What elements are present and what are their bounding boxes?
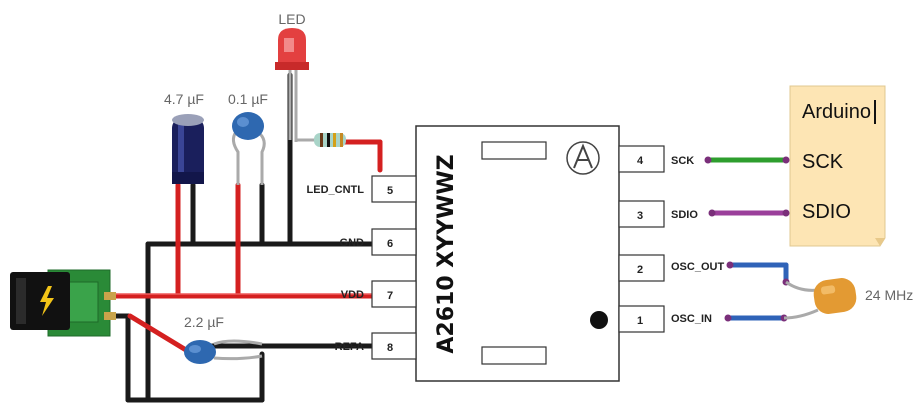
pin-2: 2 OSC_OUT (618, 254, 724, 282)
led (275, 28, 309, 142)
pin1-dot (590, 311, 608, 329)
svg-text:5: 5 (387, 185, 393, 197)
crystal (783, 278, 857, 320)
svg-text:4: 4 (637, 155, 644, 167)
sdio-wire (708, 209, 790, 217)
power-jack (10, 269, 116, 337)
cap-0-1uf-label: 0.1 µF (228, 91, 268, 107)
pin-label-led-cntl: LED_CNTL (307, 184, 365, 196)
right-pins: 4 SCK 3 SDIO 2 OSC_OUT 1 OSC_IN (618, 145, 724, 333)
svg-text:6: 6 (387, 238, 393, 250)
svg-text:8: 8 (387, 342, 393, 354)
pin-4: 4 SCK (618, 145, 694, 173)
osc-in-wire (724, 314, 788, 322)
pin-5: 5 LED_CNTL (307, 175, 417, 203)
pin-6: 6 GND (340, 228, 417, 256)
cap-4-7uf-label: 4.7 µF (164, 91, 204, 107)
svg-text:3: 3 (637, 210, 643, 222)
note-title: Arduino (802, 101, 871, 123)
pin-label-sck: SCK (671, 155, 694, 167)
chip-part-number: A2610 XYYWWZ (434, 154, 459, 353)
svg-text:2: 2 (637, 264, 643, 276)
pin-3: 3 SDIO (618, 200, 698, 228)
pin-label-refa: REFA (335, 341, 364, 353)
logo-icon (566, 141, 600, 175)
pin-1: 1 OSC_IN (618, 305, 712, 333)
svg-text:7: 7 (387, 290, 393, 302)
cap-2-2uf-label: 2.2 µF (184, 314, 224, 330)
capacitor-4-7uf (172, 114, 204, 184)
arduino-note: Arduino SCK SDIO (789, 85, 886, 247)
vdd-wires (107, 139, 383, 353)
pin-label-sdio: SDIO (671, 209, 698, 221)
capacitor-2-2uf (184, 339, 263, 364)
chip-slot-top (481, 141, 547, 160)
pin-7: 7 VDD (341, 280, 417, 308)
pin-label-vdd: VDD (341, 289, 364, 301)
pin-label-osc-out: OSC_OUT (671, 261, 724, 273)
note-line-sck: SCK (802, 151, 844, 173)
chip-slot-bottom (481, 346, 547, 365)
text-cursor (874, 100, 876, 124)
resistor (296, 133, 346, 147)
led-label: LED (278, 11, 305, 27)
power-icon (40, 286, 54, 316)
capacitor-0-1uf (231, 112, 266, 185)
crystal-label: 24 MHz (865, 287, 913, 303)
note-line-sdio: SDIO (802, 201, 851, 223)
pin-8: 8 REFA (335, 332, 417, 360)
pin-label-osc-in: OSC_IN (671, 313, 712, 325)
osc-out-wire (726, 261, 790, 286)
svg-text:1: 1 (637, 315, 643, 327)
pin-label-gnd: GND (340, 237, 365, 249)
sck-wire (704, 156, 790, 164)
chip: A2610 XYYWWZ (415, 125, 620, 382)
left-pins: 5 LED_CNTL 6 GND 7 VDD 8 REFA (307, 175, 417, 360)
